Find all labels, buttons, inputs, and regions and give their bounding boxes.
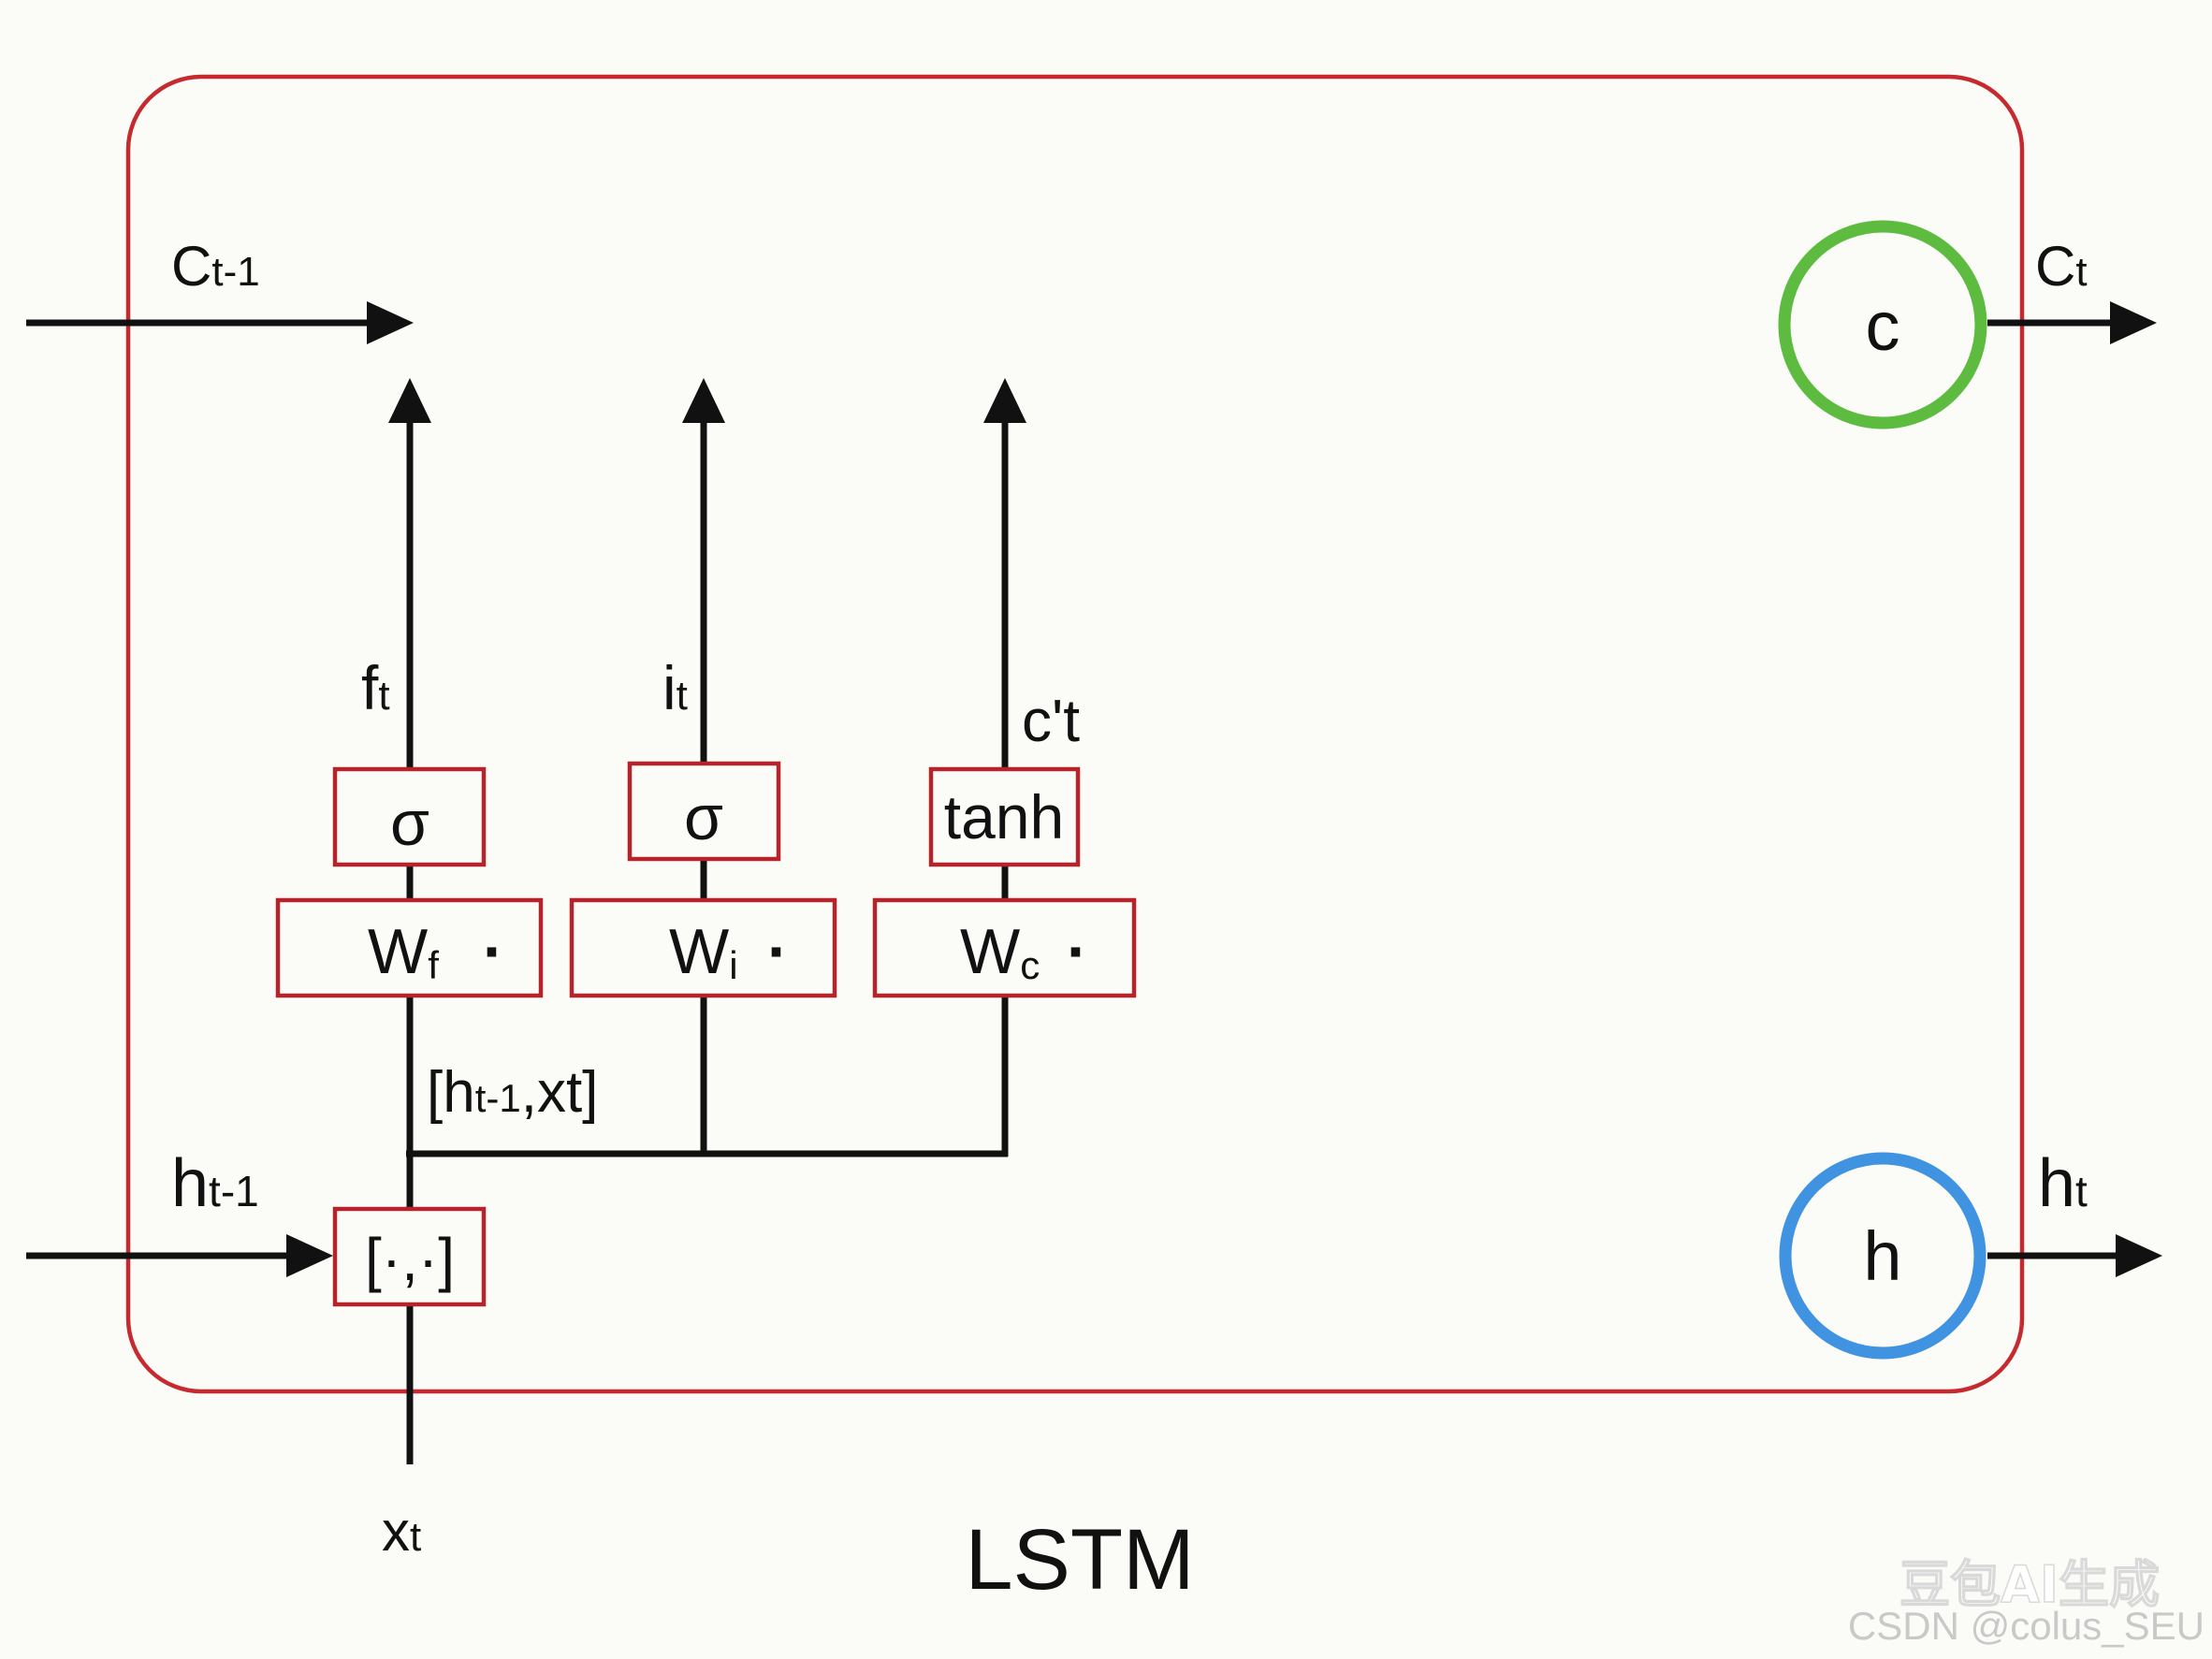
input-gate-label: it bbox=[662, 653, 688, 722]
cand-weight-box: Wc · bbox=[872, 897, 1137, 998]
hidden-state-node: h bbox=[1779, 1152, 1986, 1360]
input-weight-box: Wi · bbox=[569, 897, 837, 998]
h-prev-label: ht-1 bbox=[171, 1146, 259, 1221]
csdn-watermark: CSDN @colus_SEU bbox=[1848, 1604, 2205, 1648]
c-out-arrowhead bbox=[2110, 301, 2157, 344]
h-out-arrowhead bbox=[2116, 1234, 2162, 1277]
cell-state-node: c bbox=[1778, 220, 1987, 429]
input-weight-label: Wi bbox=[669, 916, 738, 987]
forget-weight-box: Wf · bbox=[275, 897, 544, 998]
concat-symbol: [·,·] bbox=[365, 1226, 455, 1293]
hidden-state-letter: h bbox=[1863, 1217, 1901, 1295]
forget-activation-symbol: σ bbox=[390, 788, 429, 859]
cand-activation-box: tanh bbox=[928, 766, 1081, 867]
forget-output-arrowhead bbox=[388, 378, 431, 423]
c-out-label: Ct bbox=[2035, 235, 2088, 298]
ai-watermark: 豆包AI生成 bbox=[1899, 1555, 2160, 1614]
cand-output-arrowhead bbox=[983, 378, 1026, 423]
cand-weight-label: Wc bbox=[960, 916, 1040, 987]
cell-state-letter: c bbox=[1866, 287, 1900, 365]
input-activation-box: σ bbox=[627, 761, 781, 862]
cand-activation-symbol: tanh bbox=[944, 782, 1064, 851]
h-out-label: ht bbox=[2038, 1146, 2088, 1221]
forget-gate-label: ft bbox=[361, 653, 390, 722]
forget-weight-label: Wf bbox=[368, 916, 439, 987]
diagram-title: LSTM bbox=[965, 1512, 1194, 1608]
input-output-arrowhead bbox=[682, 378, 725, 423]
cell-state-circle bbox=[1778, 220, 1987, 429]
c-prev-arrowhead bbox=[367, 301, 414, 344]
concat-input-label: [ht-1,xt] bbox=[427, 1060, 598, 1125]
h-prev-arrowhead bbox=[286, 1234, 333, 1277]
hidden-state-circle bbox=[1779, 1152, 1986, 1360]
input-weight-dot: · bbox=[767, 916, 789, 987]
cell-frame bbox=[125, 74, 2025, 1394]
forget-activation-box: σ bbox=[332, 766, 487, 867]
x-input-label: xt bbox=[382, 1500, 421, 1563]
concat-box: [·,·] bbox=[332, 1206, 487, 1307]
forget-weight-dot: · bbox=[483, 916, 504, 987]
input-activation-symbol: σ bbox=[684, 782, 723, 853]
cand-gate-label: c't bbox=[1022, 687, 1080, 754]
c-prev-label: Ct-1 bbox=[171, 235, 260, 298]
cand-weight-dot: · bbox=[1067, 916, 1088, 987]
